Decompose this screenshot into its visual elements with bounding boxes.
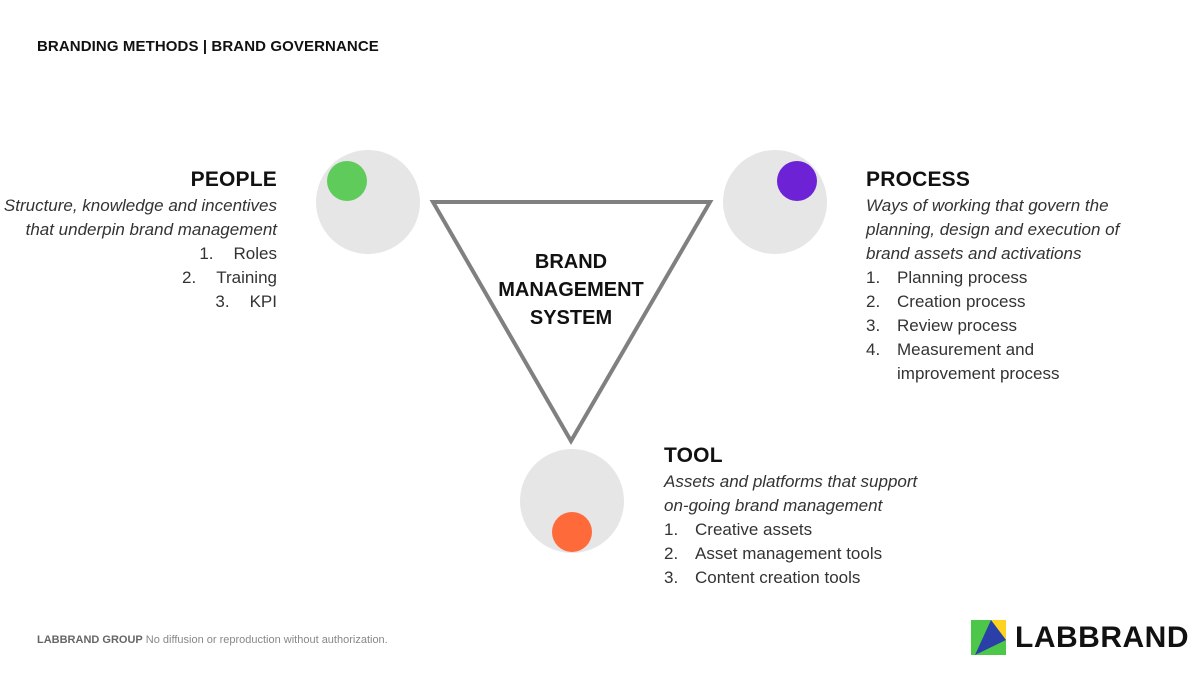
- labbrand-logo-icon: [971, 620, 1006, 655]
- list-item: 1.Creative assets: [664, 520, 813, 539]
- brand-system-triangle: [429, 200, 714, 445]
- footer-notice-text: No diffusion or reproduction without aut…: [142, 634, 388, 646]
- people-description-line: that underpin brand management: [25, 220, 277, 239]
- people-circle: [316, 150, 420, 254]
- list-item: 3.KPI: [215, 292, 277, 311]
- tool-circle: [520, 449, 624, 553]
- list-item: 2.Asset management tools: [664, 544, 883, 563]
- tool-description: Assets and platforms that support on-goi…: [664, 470, 984, 518]
- footer-brand: LABBRAND GROUP: [37, 634, 143, 646]
- tool-dot: [552, 512, 592, 552]
- people-description: Structure, knowledge and incentives that…: [0, 194, 277, 242]
- process-section: PROCESS Ways of working that govern the …: [866, 168, 1166, 386]
- tool-title: TOOL: [664, 444, 723, 467]
- people-title: PEOPLE: [190, 168, 277, 191]
- process-description: Ways of working that govern the planning…: [866, 194, 1166, 266]
- process-description-line: Ways of working that govern the: [866, 196, 1109, 215]
- tool-description-line: Assets and platforms that support: [664, 472, 918, 491]
- process-title: PROCESS: [866, 168, 971, 191]
- people-dot: [327, 161, 367, 201]
- process-list: 1.Planning process 2.Creation process 3.…: [866, 266, 1166, 386]
- center-line-3: SYSTEM: [529, 307, 613, 329]
- process-description-line: planning, design and execution of: [866, 220, 1120, 239]
- process-circle: [723, 150, 827, 254]
- tool-description-line: on-going brand management: [664, 496, 883, 515]
- tool-section: TOOL Assets and platforms that support o…: [664, 444, 984, 590]
- page-title: BRANDING METHODS | BRAND GOVERNANCE: [37, 38, 379, 55]
- tool-list: 1.Creative assets 2.Asset management too…: [664, 518, 984, 590]
- center-line-2: MANAGEMENT: [498, 279, 644, 301]
- process-dot: [777, 161, 817, 201]
- process-description-line: brand assets and activations: [866, 244, 1082, 263]
- people-description-line: Structure, knowledge and incentives: [3, 196, 277, 215]
- logo-wordmark: LABBRAND: [1015, 620, 1189, 654]
- people-section: PEOPLE Structure, knowledge and incentiv…: [0, 168, 277, 314]
- footer-notice: LABBRAND GROUP No diffusion or reproduct…: [37, 634, 388, 646]
- list-item: 2.Training: [182, 268, 277, 287]
- list-item: 1.Planning process: [866, 268, 1028, 287]
- people-list: 1.Roles 2.Training 3.KPI: [0, 242, 277, 314]
- list-item: 3.Content creation tools: [664, 568, 861, 587]
- brand-logo: LABBRAND: [971, 620, 1189, 655]
- center-line-1: BRAND: [534, 251, 608, 273]
- list-item: 1.Roles: [199, 244, 277, 263]
- list-item: 3.Review process: [866, 316, 1017, 335]
- center-label: BRAND MANAGEMENT SYSTEM: [471, 248, 671, 332]
- list-item: 2.Creation process: [866, 292, 1026, 311]
